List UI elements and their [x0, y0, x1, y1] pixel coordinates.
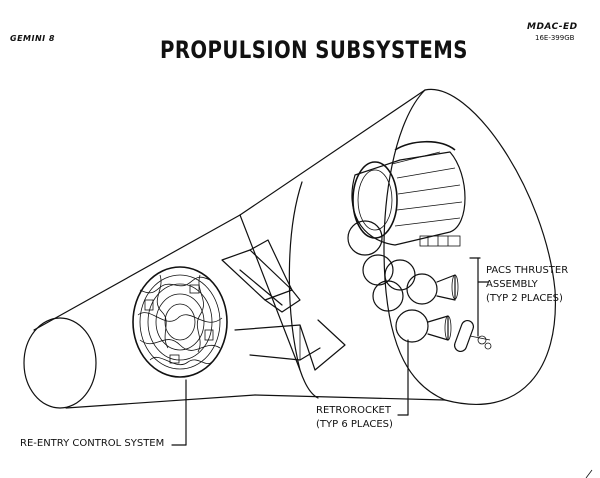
pacs-thruster [453, 320, 492, 352]
hatch-structure [221, 239, 346, 371]
pacs-label-2: ASSEMBLY [486, 279, 538, 290]
leader-lines [171, 257, 593, 478]
page-title: PROPULSION SUBSYSTEMS [160, 36, 468, 64]
org-tag: MDAC-ED [527, 22, 578, 32]
thruster-module [351, 140, 466, 247]
drawing-code: 16E-399GB [535, 34, 575, 42]
spacecraft-outline [23, 88, 557, 409]
reentry-control-label: RE-ENTRY CONTROL SYSTEM [20, 438, 165, 449]
reentry-control-cluster [132, 266, 228, 378]
mission-tag: GEMINI 8 [10, 34, 55, 43]
pacs-label-1: PACS THRUSTER [486, 265, 569, 276]
retrorocket-spheres [347, 220, 459, 343]
pacs-label-3: (TYP 2 PLACES) [486, 293, 563, 304]
retrorocket-label-2: (TYP 6 PLACES) [316, 419, 393, 430]
retrorocket-label-1: RETROROCKET [316, 405, 391, 416]
